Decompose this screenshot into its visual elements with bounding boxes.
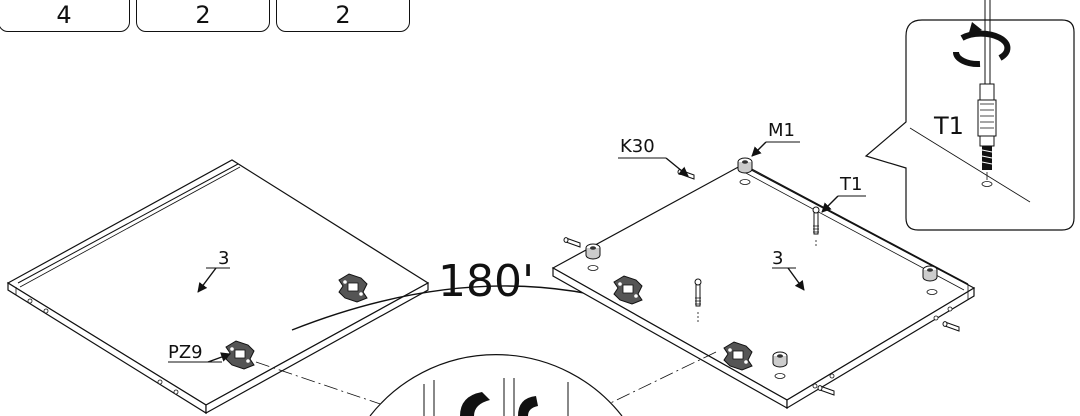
dowel-right (942, 321, 960, 332)
dowel-bottom (817, 385, 835, 396)
detail-bolt-label: T1 (933, 112, 964, 140)
dowel-left (563, 237, 581, 248)
cam-lock-top (737, 157, 753, 174)
cam-bolt-center (694, 278, 702, 307)
cam-lock-right (922, 265, 938, 282)
panel-left: 3 PZ9 (6, 159, 430, 415)
quantity-value: 4 (56, 1, 72, 29)
rotation-label: 180' (438, 256, 534, 307)
cam-lock-label: M1 (768, 120, 795, 141)
quantity-value: 2 (335, 1, 351, 29)
quantity-value: 2 (195, 1, 211, 29)
quantity-box-3: 2 (276, 0, 410, 32)
panel-number-right: 3 (772, 248, 783, 269)
cam-bolt-right (812, 206, 820, 235)
cam-lock-bottom (772, 351, 788, 368)
screw-in-icon (977, 83, 997, 187)
cam-lock-left (585, 243, 601, 260)
panel-number-left: 3 (218, 248, 229, 269)
quantity-box-1: 4 (0, 0, 130, 32)
detail-callout: T1 (864, 0, 1075, 231)
hinge-plate-label: PZ9 (168, 342, 203, 363)
cam-bolt-label: T1 (839, 174, 862, 195)
rotate-clockwise-icon (952, 22, 1011, 68)
quantity-box-2: 2 (136, 0, 270, 32)
dowel-label: K30 (620, 136, 655, 157)
panel-right: 3 K30 M1 T1 (551, 120, 976, 410)
magnifier-detail (255, 351, 717, 416)
